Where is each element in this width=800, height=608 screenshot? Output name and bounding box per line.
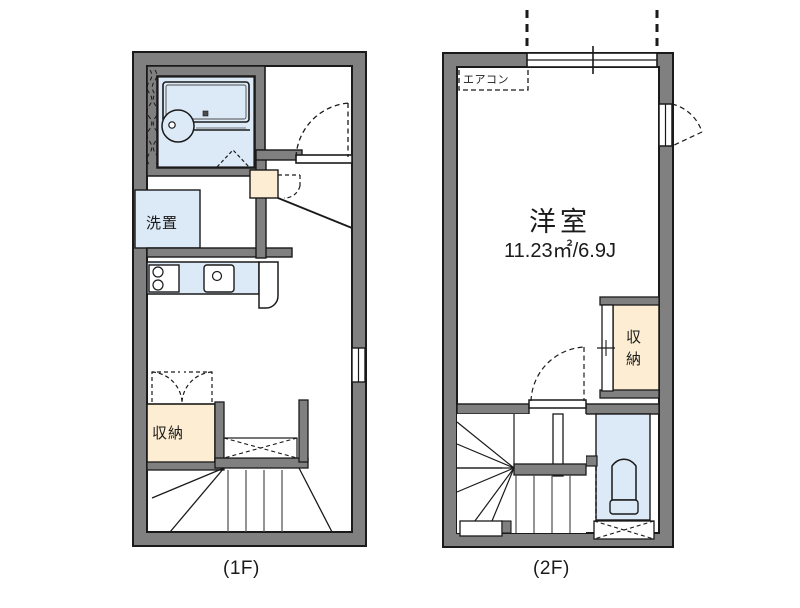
bathtub-inner-icon <box>165 84 247 120</box>
2f-stair-landing-wall <box>513 463 587 476</box>
2f-closet-bottom-wall <box>599 389 660 399</box>
1f-stair-front-wall <box>214 457 309 469</box>
1f-closet-door-left-swing <box>151 371 183 403</box>
label-2f-closet-line2: 納 <box>626 351 643 368</box>
caption-first-floor: (1F) <box>223 558 260 579</box>
1f-exterior-wall <box>132 51 367 547</box>
1f-staircase-icon <box>227 470 283 532</box>
floor-2f-group <box>442 10 703 548</box>
2f-hall-door-panel <box>528 399 587 409</box>
entrance-door-panel <box>295 154 353 164</box>
2f-stair-bottom-opening <box>459 520 503 537</box>
1f-corridor-wall-vertical <box>255 149 267 259</box>
1f-entry-wall-horizontal <box>255 149 303 161</box>
1f-closet-door-right-swing <box>181 371 213 403</box>
stove-burner-2-icon <box>152 279 164 291</box>
bathtub-drain-icon <box>202 110 209 117</box>
2f-hall-wall-right <box>585 403 660 415</box>
1f-entry-hall-diagonal <box>277 197 353 229</box>
1f-closet-side-wall <box>214 401 225 467</box>
2f-room-entry-door-leaf <box>671 131 703 147</box>
washbasin-icon <box>161 109 195 143</box>
2f-closet-top-wall <box>599 296 660 306</box>
2f-room-entry-door-swing <box>671 103 703 133</box>
label-2f-room-name: 洋室 <box>529 207 591 237</box>
label-washing-machine-space: 洗置 <box>146 215 179 232</box>
2f-closet-box <box>612 302 660 396</box>
kitchen-sink-drain-icon <box>211 270 223 282</box>
2f-toilet-wall-nub <box>585 455 598 467</box>
1f-kitchen-partition-wall <box>146 247 293 258</box>
washbasin-drain-icon <box>168 121 176 129</box>
2f-stair-wall-right-upper <box>552 413 564 477</box>
2f-stair-bottom-wall-nub <box>501 520 512 534</box>
entrance-door-swing-arc <box>295 102 351 158</box>
aircon-marker-box <box>458 66 529 91</box>
floor-1f-group <box>132 51 367 547</box>
1f-staircase-winder-lines <box>151 467 333 533</box>
2f-toilet-window-cross <box>593 520 655 540</box>
1f-closet-bottom-wall <box>146 461 225 471</box>
label-aircon: エアコン <box>463 74 509 86</box>
label-1f-closet: 収納 <box>152 425 185 442</box>
2f-staircase-treads <box>515 475 571 533</box>
1f-stair-right-wall <box>298 399 309 463</box>
kitchen-counter-end-icon <box>258 261 279 309</box>
2f-hall-door-swing <box>530 346 586 402</box>
toilet-tank-icon <box>609 499 639 515</box>
2f-hall-wall-left <box>456 403 530 415</box>
label-2f-room-area: 11.23㎡/6.9J <box>504 240 616 262</box>
toilet-bowl-icon <box>611 458 637 501</box>
1f-left-wall-hatching <box>146 69 159 167</box>
1f-bath-door-swing <box>216 149 250 168</box>
stove-burner-1-icon <box>152 266 164 278</box>
entry-step-block <box>249 169 279 199</box>
entry-inner-door-swing <box>283 185 301 199</box>
caption-second-floor: (2F) <box>533 558 570 579</box>
1f-stair-rail-cross <box>223 437 298 459</box>
label-2f-closet-line1: 収 <box>626 329 643 346</box>
